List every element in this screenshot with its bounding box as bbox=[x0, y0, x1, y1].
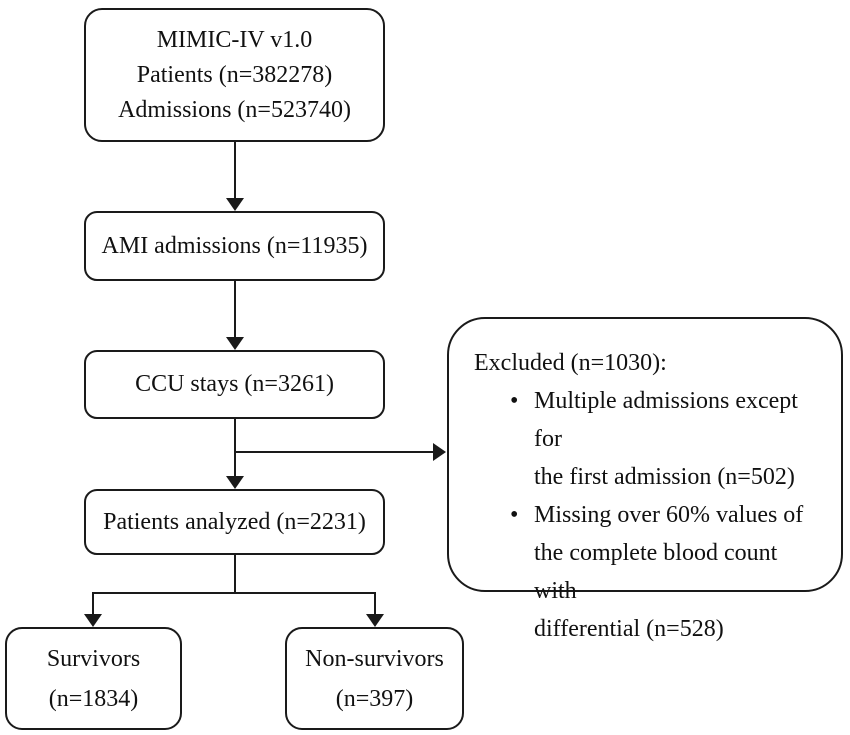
box-text-line: MIMIC-IV v1.0 bbox=[156, 26, 313, 53]
connector-split-to-survivors bbox=[92, 592, 94, 615]
box-text-line: Survivors bbox=[46, 645, 141, 672]
bullet-text: Missing over 60% values of the complete … bbox=[534, 496, 823, 648]
box-text-line: Patients (n=382278) bbox=[136, 61, 333, 88]
connector-ccu-to-analyzed bbox=[234, 419, 236, 477]
flow-box-ccu-stays: CCU stays (n=3261) bbox=[84, 350, 385, 419]
box-text-line: CCU stays (n=3261) bbox=[135, 371, 334, 397]
box-text-line: Admissions (n=523740) bbox=[118, 96, 351, 123]
box-text-line: (n=1834) bbox=[48, 685, 139, 712]
arrowhead-down-icon bbox=[226, 337, 244, 350]
bullet-text-line: the first admission (n=502) bbox=[534, 464, 795, 490]
bullet-text: Multiple admissions except for the first… bbox=[534, 382, 823, 496]
bullet-text-line: Missing over 60% values of bbox=[534, 502, 804, 528]
flow-box-ami-admissions: AMI admissions (n=11935) bbox=[84, 211, 385, 281]
bullet-text-line: differential (n=528) bbox=[534, 616, 724, 642]
box-text-line: Patients analyzed (n=2231) bbox=[103, 508, 366, 535]
arrowhead-down-icon bbox=[84, 614, 102, 627]
flow-box-non-survivors: Non-survivors (n=397) bbox=[285, 627, 464, 730]
arrowhead-down-icon bbox=[226, 476, 244, 489]
flow-box-patients-analyzed: Patients analyzed (n=2231) bbox=[84, 489, 385, 555]
bullet-icon: • bbox=[510, 388, 519, 414]
arrowhead-down-icon bbox=[366, 614, 384, 627]
connector-analyzed-split-stem bbox=[234, 555, 236, 594]
connector-exclusion-branch bbox=[234, 451, 433, 453]
arrowhead-down-icon bbox=[226, 198, 244, 211]
box-text-line: Non-survivors bbox=[305, 645, 444, 672]
bullet-text-line: Multiple admissions except for bbox=[534, 388, 798, 452]
flow-box-excluded: Excluded (n=1030): • Multiple admissions… bbox=[447, 317, 843, 642]
excluded-bullet-item: • Missing over 60% values of the complet… bbox=[510, 496, 823, 648]
box-text-line: AMI admissions (n=11935) bbox=[101, 232, 368, 259]
bullet-icon: • bbox=[510, 502, 519, 528]
arrowhead-right-icon bbox=[433, 443, 446, 461]
flow-box-mimic-source: MIMIC-IV v1.0 Patients (n=382278) Admiss… bbox=[84, 8, 385, 142]
excluded-title: Excluded (n=1030): bbox=[474, 350, 667, 376]
connector-split-horizontal bbox=[92, 592, 376, 594]
bullet-text-line: the complete blood count with bbox=[534, 540, 778, 604]
connector-ami-to-ccu bbox=[234, 281, 236, 338]
box-text-line: (n=397) bbox=[335, 685, 414, 712]
flow-box-survivors: Survivors (n=1834) bbox=[5, 627, 182, 730]
connector-split-to-nonsurvivors bbox=[374, 592, 376, 615]
connector-source-to-ami bbox=[234, 142, 236, 199]
excluded-bullet-item: • Multiple admissions except for the fir… bbox=[510, 382, 823, 496]
